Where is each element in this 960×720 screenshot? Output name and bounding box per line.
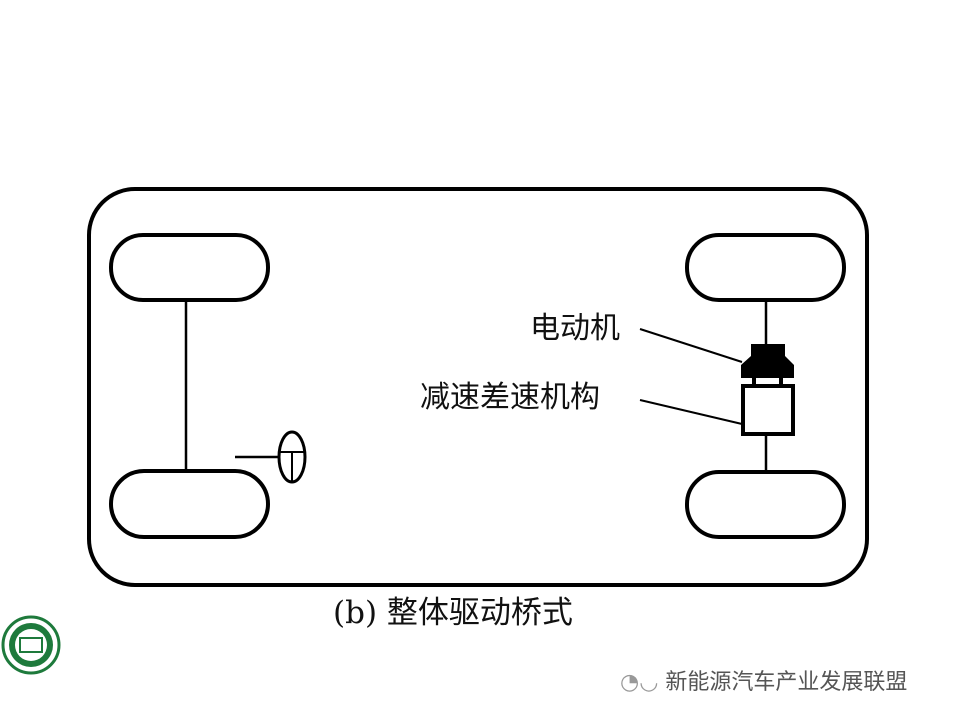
- watermark-text: 新能源汽车产业发展联盟: [665, 670, 908, 695]
- reducer-differential-label: 减速差速机构: [420, 380, 600, 415]
- wheel-front-right: [685, 233, 846, 302]
- wheel-rear-left: [109, 469, 270, 539]
- reducer-differential-box: [741, 384, 795, 436]
- reducer-leader-line: [639, 399, 743, 425]
- wheel-front-left: [109, 233, 270, 302]
- wechat-icon: ◔◡: [620, 670, 659, 695]
- motor-label: 电动机: [530, 311, 620, 346]
- wheel-rear-right: [685, 470, 846, 539]
- diagram-caption: (b) 整体驱动桥式: [333, 595, 573, 631]
- steering-wheel-icon: [277, 430, 307, 484]
- electric-motor: [741, 344, 794, 378]
- watermark: ◔◡ 新能源汽车产业发展联盟: [620, 664, 907, 696]
- csit-logo: [1, 615, 61, 675]
- motor-leader-line: [639, 328, 743, 363]
- vehicle-frame: [87, 187, 869, 587]
